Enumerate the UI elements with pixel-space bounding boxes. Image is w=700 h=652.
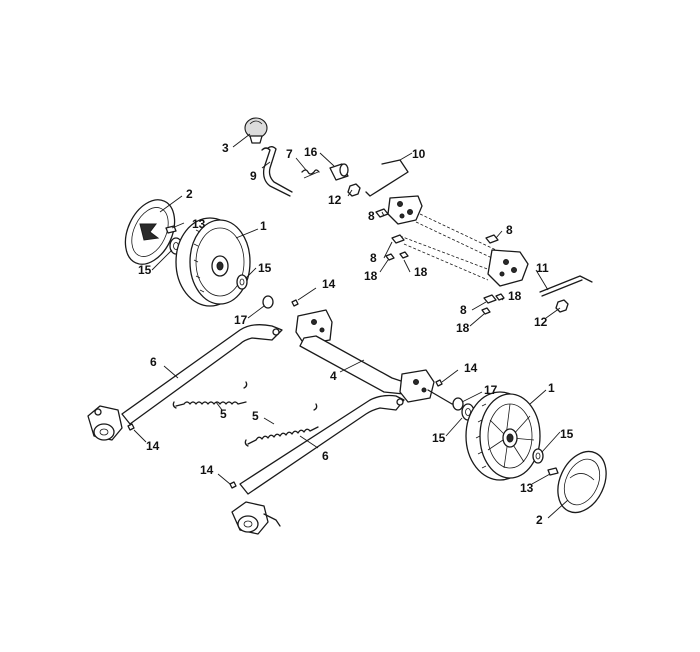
spring-part-5-left xyxy=(172,381,248,409)
callout-5: 5 xyxy=(220,407,227,421)
callout-8: 8 xyxy=(370,251,377,265)
callout-18: 18 xyxy=(364,269,378,283)
rod-part-10 xyxy=(365,159,409,197)
wheel-carrier-left-lower xyxy=(231,501,281,535)
callout-14: 14 xyxy=(464,361,478,375)
washer-part-15-left-outer xyxy=(236,274,248,290)
callout-8: 8 xyxy=(460,303,467,317)
nut-part-12-right xyxy=(555,299,569,313)
hub-cap-part-2-right xyxy=(557,450,607,514)
callout-1: 1 xyxy=(548,381,555,395)
callout-17: 17 xyxy=(484,383,498,397)
pin-part-18-d xyxy=(481,307,491,315)
leader-lines xyxy=(133,133,569,519)
wheel-carrier-left-upper xyxy=(87,405,123,441)
callout-14: 14 xyxy=(322,277,336,291)
callout-7: 7 xyxy=(286,147,293,161)
callout-18: 18 xyxy=(508,289,522,303)
callout-18: 18 xyxy=(414,265,428,279)
callout-12: 12 xyxy=(328,193,342,207)
clip-part-8-b xyxy=(391,234,405,244)
nut-part-12-top xyxy=(347,183,361,197)
pin-part-14-right xyxy=(435,379,443,387)
height-adjuster-bracket xyxy=(387,195,529,287)
lever-part-9 xyxy=(261,146,293,197)
pin-part-14-left xyxy=(127,423,135,431)
callout-15: 15 xyxy=(138,263,152,277)
callout-1: 1 xyxy=(260,219,267,233)
clip-part-8-d xyxy=(483,294,497,304)
callout-12: 12 xyxy=(534,315,548,329)
knob-part-3 xyxy=(244,117,268,144)
callout-13: 13 xyxy=(192,217,206,231)
callout-5: 5 xyxy=(252,409,259,423)
callout-16: 16 xyxy=(304,145,318,159)
arm-part-6-lower xyxy=(239,394,405,495)
wheel-part-1-left xyxy=(175,217,251,307)
pin-part-18-b xyxy=(399,251,409,259)
pin-part-14-top xyxy=(291,299,299,307)
callout-2: 2 xyxy=(186,187,193,201)
callout-6: 6 xyxy=(150,355,157,369)
rod-part-11 xyxy=(539,275,593,297)
washer-part-15-right-outer xyxy=(532,448,544,464)
callout-2: 2 xyxy=(536,513,543,527)
callout-6: 6 xyxy=(322,449,329,463)
sleeve-part-16 xyxy=(329,163,349,181)
bushing-part-17-left xyxy=(262,295,274,309)
callout-14: 14 xyxy=(146,439,160,453)
hub-cap-part-2-left xyxy=(124,199,176,265)
screw-part-13-right xyxy=(547,467,559,476)
clip-part-8-c xyxy=(485,234,499,244)
arm-part-6-upper xyxy=(121,324,283,425)
callout-4: 4 xyxy=(330,369,337,383)
pin-part-18-a xyxy=(385,253,395,261)
spring-clip-part-7 xyxy=(301,169,320,179)
spring-part-5-right xyxy=(244,403,319,447)
callout-8: 8 xyxy=(506,223,513,237)
callout-15: 15 xyxy=(560,427,574,441)
callout-3: 3 xyxy=(222,141,229,155)
callout-15: 15 xyxy=(258,261,272,275)
callout-17: 17 xyxy=(234,313,248,327)
callout-18: 18 xyxy=(456,321,470,335)
callout-labels: 1 1 2 2 3 4 5 5 6 6 7 8 8 8 8 9 10 11 12… xyxy=(138,141,574,527)
wheel-part-1-right xyxy=(465,391,541,481)
bushing-part-17-right xyxy=(452,397,464,411)
callout-14: 14 xyxy=(200,463,214,477)
pin-part-14-bottom xyxy=(229,481,237,489)
axle-part-4 xyxy=(295,309,459,405)
callout-11: 11 xyxy=(536,261,549,275)
callout-15: 15 xyxy=(432,431,446,445)
callout-13: 13 xyxy=(520,481,534,495)
callout-8: 8 xyxy=(368,209,375,223)
callout-9: 9 xyxy=(250,169,257,183)
callout-10: 10 xyxy=(412,147,426,161)
